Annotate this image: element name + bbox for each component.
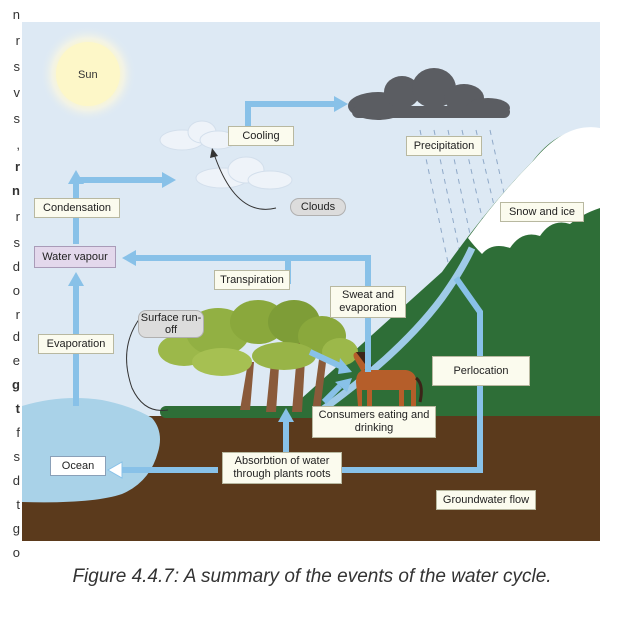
left-text-char: r — [15, 307, 20, 322]
left-text-char: g — [12, 521, 20, 536]
horse-icon — [353, 352, 423, 408]
left-text-char: r — [15, 209, 20, 224]
left-text-char: r — [14, 159, 20, 174]
left-text-char: s — [13, 449, 21, 464]
condensation-label: Condensation — [34, 198, 120, 218]
ocean-label: Ocean — [50, 456, 106, 476]
figure-caption: Figure 4.4.7: A summary of the events of… — [72, 566, 552, 587]
water-vapour-label: Water vapour — [34, 246, 116, 268]
snow-cap — [468, 127, 600, 254]
rain-cloud-icon — [348, 68, 510, 120]
left-text-char: n — [12, 183, 20, 198]
left-text-char: r — [15, 33, 20, 48]
consumers-label: Consumers eating and drinking — [312, 406, 436, 438]
ocean-arrow — [106, 461, 123, 479]
left-text-char: d — [12, 473, 20, 488]
transpiration-label: Transpiration — [214, 270, 290, 290]
perlocation-label: Perlocation — [432, 356, 530, 386]
evaporation-label: Evaporation — [38, 334, 114, 354]
ocean — [22, 398, 160, 503]
left-text-char: o — [12, 283, 20, 298]
surface-runoff-label: Surface run-off — [138, 310, 204, 338]
groundwater-flow-label: Groundwater flow — [436, 490, 536, 510]
snow-and-ice-label: Snow and ice — [500, 202, 584, 222]
left-text-char: t — [15, 401, 20, 416]
clouds-pointer — [213, 153, 277, 210]
absorption-label: Absorbtion of water through plants roots — [222, 452, 342, 484]
left-text-char: v — [13, 85, 21, 100]
left-text-char: n — [12, 7, 20, 22]
arrow-heads — [68, 96, 352, 422]
left-text-char: e — [12, 353, 20, 368]
sweat-and-evaporation-label: Sweat and evaporation — [330, 286, 406, 318]
left-text-char: d — [12, 259, 20, 274]
left-text-char: s — [13, 59, 21, 74]
left-text-char: , — [16, 137, 20, 152]
left-text-char: s — [13, 111, 21, 126]
left-text-char: f — [16, 425, 20, 440]
left-text-char: o — [12, 545, 20, 560]
left-text-char: g — [12, 377, 20, 392]
left-text-char: t — [16, 497, 20, 512]
left-text-char: s — [13, 235, 21, 250]
cooling-label: Cooling — [228, 126, 294, 146]
precipitation-label: Precipitation — [406, 136, 482, 156]
runoff-pointer — [126, 317, 169, 412]
clouds-label: Clouds — [290, 198, 346, 216]
sun-label: Sun — [78, 69, 98, 81]
left-text-char: d — [12, 329, 20, 344]
pale-cloud-icon — [159, 120, 293, 190]
water-cycle-diagram: Sun Cooling Precipitation Condensation C… — [22, 22, 600, 541]
